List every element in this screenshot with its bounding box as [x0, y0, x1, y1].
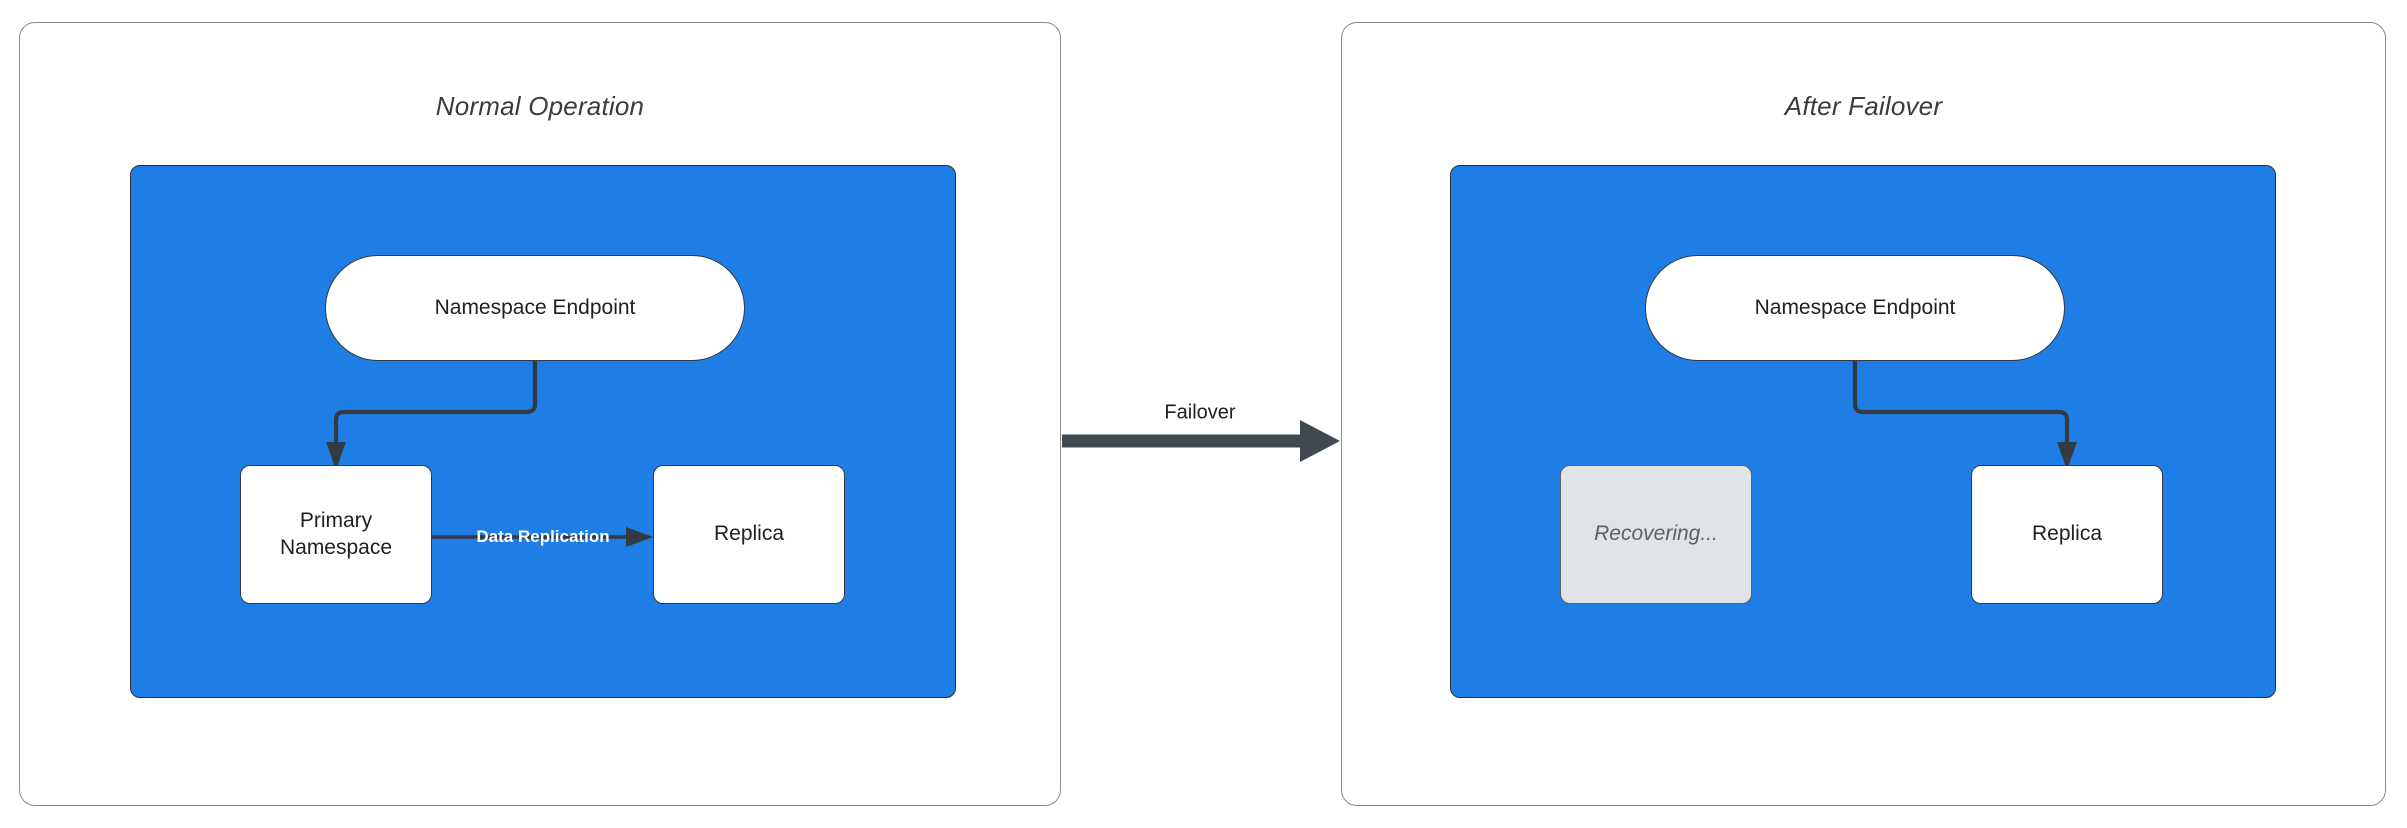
cluster-box-after-failover [1450, 165, 2276, 698]
node-primary-namespace[interactable]: Primary Namespace [240, 465, 432, 604]
node-label: Namespace Endpoint [1754, 295, 1956, 319]
node-label: Replica [2031, 522, 2103, 546]
panel-title-normal-operation: Normal Operation [435, 91, 645, 121]
panel-title-after-failover: After Failover [1784, 91, 1943, 121]
node-replica-failover[interactable]: Replica [1971, 465, 2163, 604]
node-label: Namespace Endpoint [434, 295, 636, 319]
edge-label-data-replication: Data Replication [476, 527, 610, 546]
node-label-line2: Namespace [279, 535, 393, 559]
cluster-box-normal-operation [130, 165, 956, 698]
node-label: Replica [713, 522, 785, 546]
node-label: Primary Namespace [280, 508, 392, 561]
node-namespace-endpoint-normal[interactable]: Namespace Endpoint [325, 255, 745, 361]
node-recovering[interactable]: Recovering... [1560, 465, 1752, 604]
node-label-line1: Primary [299, 509, 373, 533]
node-label: Recovering... [1594, 522, 1718, 546]
node-replica-normal[interactable]: Replica [653, 465, 845, 604]
edge-label-failover: Failover [1164, 401, 1236, 424]
node-namespace-endpoint-failover[interactable]: Namespace Endpoint [1645, 255, 2065, 361]
failover-transition-arrow [1062, 420, 1340, 462]
